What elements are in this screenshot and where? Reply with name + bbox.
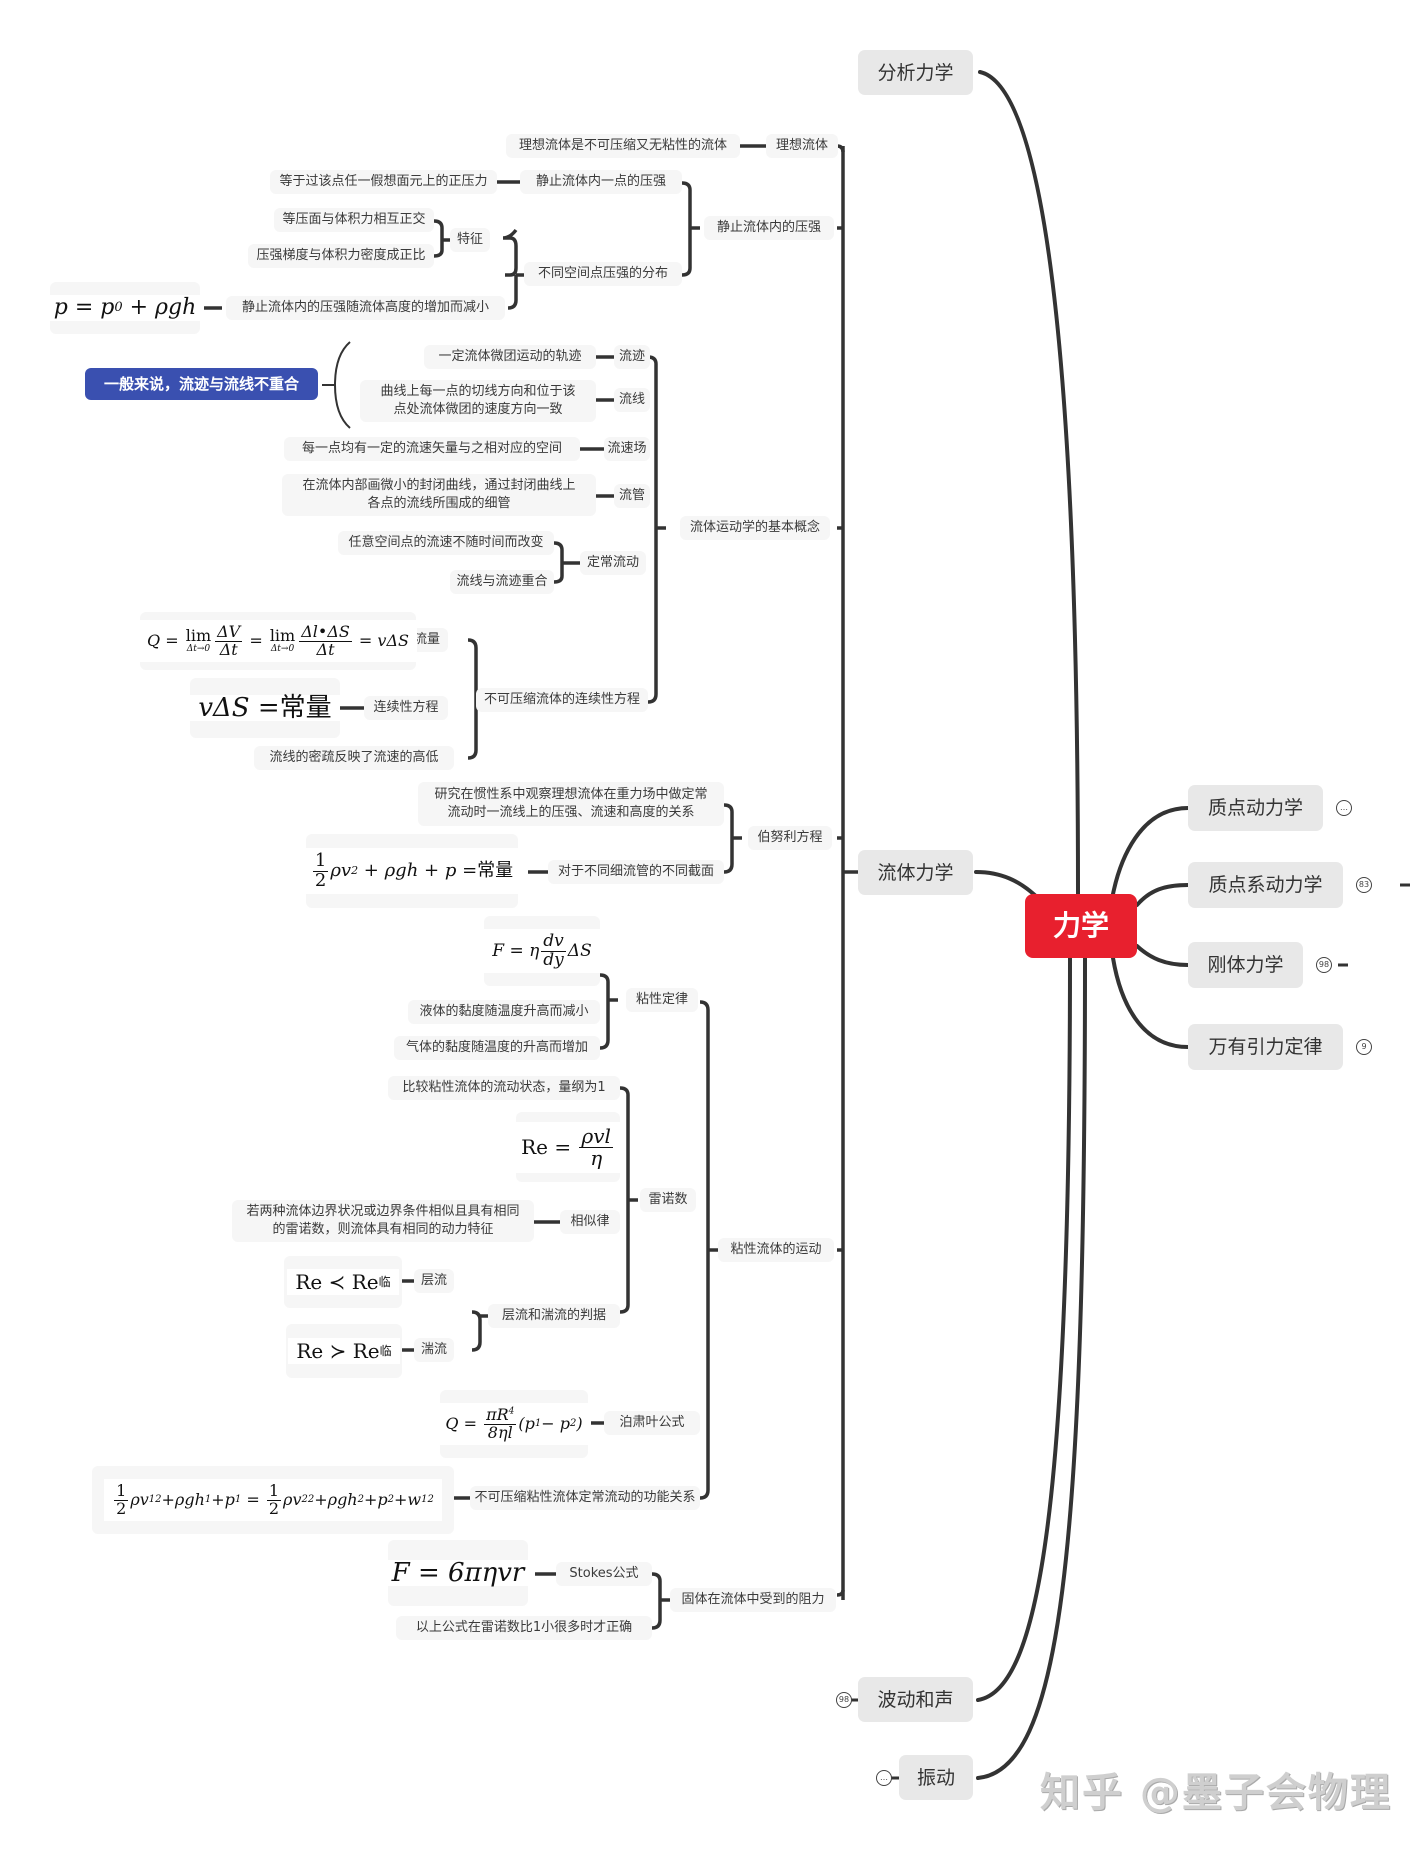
desc-line: 研究在惯性系中观察理想流体在重力场中做定常: [434, 787, 708, 802]
desc-line: 在流体内部画微小的封闭曲线，通过封闭曲线上: [302, 478, 576, 493]
root-label: 力学: [1052, 909, 1109, 942]
node-energy-relation[interactable]: 不可压缩粘性流体定常流动的功能关系: [470, 1486, 700, 1510]
node-reynolds-desc[interactable]: 比较粘性流体的流动状态，量纲为1: [388, 1076, 620, 1100]
collapsed-count-badge-wave[interactable]: 98: [836, 1692, 852, 1708]
topic-particle-dynamics[interactable]: 质点动力学: [1188, 785, 1323, 831]
desc-line: 各点的流线所围成的细管: [367, 496, 511, 511]
node-ideal-fluid-desc[interactable]: 理想流体是不可压缩又无粘性的流体: [506, 134, 740, 158]
topic-label: 刚体力学: [1207, 954, 1284, 976]
connector-root-vibration: [976, 956, 1087, 1780]
node-viscosity-item[interactable]: 气体的黏度随温度的升高而增加: [394, 1036, 600, 1060]
node-streamline-density[interactable]: 流线的密疏反映了流速的高低: [254, 746, 454, 770]
node-pathline-desc[interactable]: 一定流体微团运动的轨迹: [424, 345, 596, 369]
desc-line: 点处流体微团的速度方向一致: [393, 402, 563, 417]
node-viscous-flow[interactable]: 粘性流体的运动: [718, 1238, 834, 1262]
topic-wave-sound[interactable]: 波动和声: [858, 1677, 973, 1722]
desc-line: 若两种流体边界状况或边界条件相似且具有相同: [246, 1204, 520, 1219]
callout-pathline-streamline[interactable]: 一般来说，流迹与流线不重合: [85, 368, 318, 400]
node-stokes-note[interactable]: 以上公式在雷诺数比1小很多时才正确: [396, 1616, 652, 1640]
fluid-spine: [841, 146, 858, 1600]
collapsed-badge-particle[interactable]: …: [1336, 800, 1352, 816]
node-kinematics-concepts[interactable]: 流体运动学的基本概念: [680, 516, 830, 540]
formula-continuity[interactable]: vΔS = 常量: [190, 678, 340, 738]
node-steady-flow[interactable]: 定常流动: [580, 551, 646, 575]
node-ideal-fluid[interactable]: 理想流体: [766, 134, 838, 158]
node-viscosity-law[interactable]: 粘性定律: [626, 988, 698, 1012]
topic-analytical-mechanics[interactable]: 分析力学: [858, 50, 973, 95]
desc-line: 流动时一流线上的压强、流速和高度的关系: [447, 805, 695, 820]
connector-root-analytical: [978, 70, 1080, 896]
collapsed-count-badge-rigid[interactable]: 98: [1316, 957, 1332, 973]
collapsed-badge-vibration[interactable]: …: [876, 1770, 892, 1786]
node-similarity[interactable]: 相似律: [560, 1210, 620, 1234]
topic-label: 振动: [916, 1766, 955, 1789]
topic-label: 万有引力定律: [1208, 1036, 1323, 1058]
node-poiseuille[interactable]: 泊肃叶公式: [604, 1411, 700, 1435]
connector-root-particle: [1111, 806, 1190, 896]
connector-root-gravity: [1111, 956, 1190, 1049]
node-velocity-field-desc[interactable]: 每一点均有一定的流速矢量与之相对应的空间: [284, 437, 580, 461]
node-solid-drag[interactable]: 固体在流体中受到的阻力: [670, 1588, 836, 1612]
root-node[interactable]: 力学: [1025, 894, 1137, 958]
node-steady-item[interactable]: 流线与流迹重合: [450, 570, 554, 594]
topic-rigid-body[interactable]: 刚体力学: [1188, 942, 1303, 988]
node-pressure-distribution[interactable]: 不同空间点压强的分布: [524, 262, 682, 286]
connector-root-system: [1135, 883, 1190, 907]
node-streamline[interactable]: 流线: [614, 388, 650, 412]
node-static-pressure[interactable]: 静止流体内的压强: [704, 216, 834, 240]
node-velocity-field[interactable]: 流速场: [604, 437, 650, 461]
node-stream-tube[interactable]: 流管: [614, 484, 650, 508]
spine-ticks: [836, 144, 845, 1597]
node-continuity[interactable]: 不可压缩流体的连续性方程: [476, 688, 648, 712]
topic-label: 质点动力学: [1207, 797, 1303, 819]
connector-root-rigid: [1135, 944, 1190, 967]
node-feature[interactable]: 特征: [450, 228, 490, 252]
node-bernoulli-section[interactable]: 对于不同细流管的不同截面: [548, 860, 724, 884]
formula-stokes[interactable]: F = 6πηvr: [383, 1540, 533, 1606]
topic-label: 分析力学: [877, 61, 954, 84]
node-laminar[interactable]: 层流: [414, 1269, 454, 1293]
node-viscosity-item[interactable]: 液体的黏度随温度升高而减小: [408, 1000, 600, 1024]
node-reynolds[interactable]: 雷诺数: [640, 1188, 696, 1212]
node-bernoulli[interactable]: 伯努利方程: [748, 826, 832, 850]
topic-label: 波动和声: [877, 1688, 954, 1711]
node-pressure-height[interactable]: 静止流体内的压强随流体高度的增加而减小: [226, 296, 505, 320]
topic-particle-system-dynamics[interactable]: 质点系动力学: [1188, 862, 1343, 908]
node-point-pressure-desc[interactable]: 等于过该点任一假想面元上的正压力: [270, 170, 497, 194]
node-feature-item[interactable]: 等压面与体积力相互正交: [274, 208, 434, 232]
topic-fluid-mechanics[interactable]: 流体力学: [858, 850, 973, 895]
collapsed-count-badge-system[interactable]: 83: [1356, 877, 1372, 893]
topic-gravitation[interactable]: 万有引力定律: [1188, 1024, 1343, 1070]
collapsed-count-badge-gravity[interactable]: 9: [1356, 1039, 1372, 1055]
topic-vibration[interactable]: 振动: [899, 1755, 973, 1800]
node-flow-criterion[interactable]: 层流和湍流的判据: [488, 1304, 620, 1328]
node-steady-item[interactable]: 任意空间点的流速不随时间而改变: [338, 531, 554, 555]
node-continuity-equation[interactable]: 连续性方程: [364, 696, 448, 720]
node-pathline[interactable]: 流迹: [614, 345, 650, 369]
node-turbulent[interactable]: 湍流: [414, 1338, 454, 1362]
node-feature-item[interactable]: 压强梯度与体积力密度成正比: [248, 244, 434, 268]
topic-label: 流体力学: [877, 861, 954, 884]
node-stream-tube-desc[interactable]: 在流体内部画微小的封闭曲线，通过封闭曲线上 各点的流线所围成的细管: [282, 474, 596, 516]
node-bernoulli-desc[interactable]: 研究在惯性系中观察理想流体在重力场中做定常 流动时一流线上的压强、流速和高度的关…: [418, 782, 724, 826]
watermark: 知乎 @墨子会物理: [1040, 1770, 1392, 1816]
connector-root-wave: [976, 956, 1072, 1702]
node-stokes[interactable]: Stokes公式: [556, 1562, 652, 1586]
node-streamline-desc[interactable]: 曲线上每一点的切线方向和位于该 点处流体微团的速度方向一致: [360, 380, 596, 422]
desc-line: 的雷诺数，则流体具有相同的动力特征: [272, 1222, 494, 1237]
node-point-pressure[interactable]: 静止流体内一点的压强: [520, 170, 682, 194]
desc-line: 曲线上每一点的切线方向和位于该: [380, 384, 576, 399]
node-similarity-desc[interactable]: 若两种流体边界状况或边界条件相似且具有相同 的雷诺数，则流体具有相同的动力特征: [232, 1200, 534, 1242]
topic-label: 质点系动力学: [1208, 874, 1323, 896]
